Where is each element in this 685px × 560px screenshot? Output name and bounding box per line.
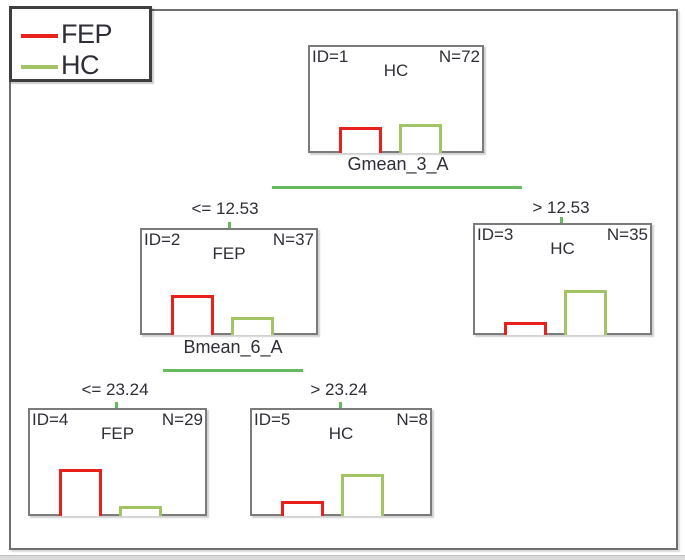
node-2-n-label: N=37 <box>272 230 314 249</box>
tree-node-3: ID=3 N=35 HC <box>473 223 652 335</box>
node-4-id-label: ID=4 <box>32 410 69 429</box>
node-5-n-label: N=8 <box>396 410 428 429</box>
split-2-line <box>163 369 303 372</box>
node-5-hc-bar <box>341 474 384 516</box>
node-1-class-label: HC <box>383 61 409 80</box>
tree-node-2: ID=2 N=37 FEP <box>140 228 318 335</box>
connector-tick-node-5 <box>339 402 342 408</box>
node-1-hc-bar <box>399 124 442 153</box>
node-2-hc-bar <box>231 317 274 335</box>
legend: FEP HC <box>9 6 152 82</box>
node-1-n-label: N=72 <box>438 47 480 66</box>
node-3-id-label: ID=3 <box>477 225 514 244</box>
connector-tick-node-2 <box>228 222 231 228</box>
node-2-class-label: FEP <box>212 244 246 263</box>
node-5-class-label: HC <box>328 424 354 443</box>
node-3-fep-bar <box>504 322 547 335</box>
legend-hc-label: HC <box>61 50 100 80</box>
node-5-fep-bar <box>281 501 324 516</box>
split-2-right-condition: > 23.24 <box>310 380 368 399</box>
bottom-edge-strip <box>0 555 685 560</box>
node-2-id-label: ID=2 <box>144 230 181 249</box>
diagram-frame <box>9 9 678 550</box>
tree-node-1: ID=1 N=72 HC <box>308 45 484 153</box>
tree-node-5: ID=5 N=8 HC <box>250 408 432 516</box>
node-3-class-label: HC <box>550 239 575 258</box>
legend-fep-label: FEP <box>61 19 113 49</box>
node-4-hc-bar <box>119 506 162 516</box>
split-1-right-condition: > 12.53 <box>532 198 590 217</box>
node-4-fep-bar <box>59 469 102 516</box>
split-1-left-condition: <= 12.53 <box>191 199 259 218</box>
node-3-n-label: N=35 <box>606 225 648 244</box>
node-1-id-label: ID=1 <box>312 47 349 66</box>
connector-tick-node-4 <box>115 402 118 408</box>
node-2-fep-bar <box>171 295 214 335</box>
legend-hc-line-swatch <box>21 65 58 69</box>
legend-fep-line-swatch <box>21 34 58 38</box>
split-1-line <box>272 186 522 189</box>
node-5-id-label: ID=5 <box>254 410 291 429</box>
node-3-hc-bar <box>564 290 607 335</box>
split-2-left-condition: <= 23.24 <box>81 380 149 399</box>
connector-tick-node-3 <box>560 217 563 223</box>
split-2-feature-label: Bmean_6_A <box>183 337 283 357</box>
node-4-class-label: FEP <box>100 424 135 443</box>
tree-node-4: ID=4 N=29 FEP <box>28 408 207 516</box>
split-1-feature-label: Gmean_3_A <box>347 154 449 174</box>
node-1-fep-bar <box>339 127 382 153</box>
node-4-n-label: N=29 <box>161 410 203 429</box>
